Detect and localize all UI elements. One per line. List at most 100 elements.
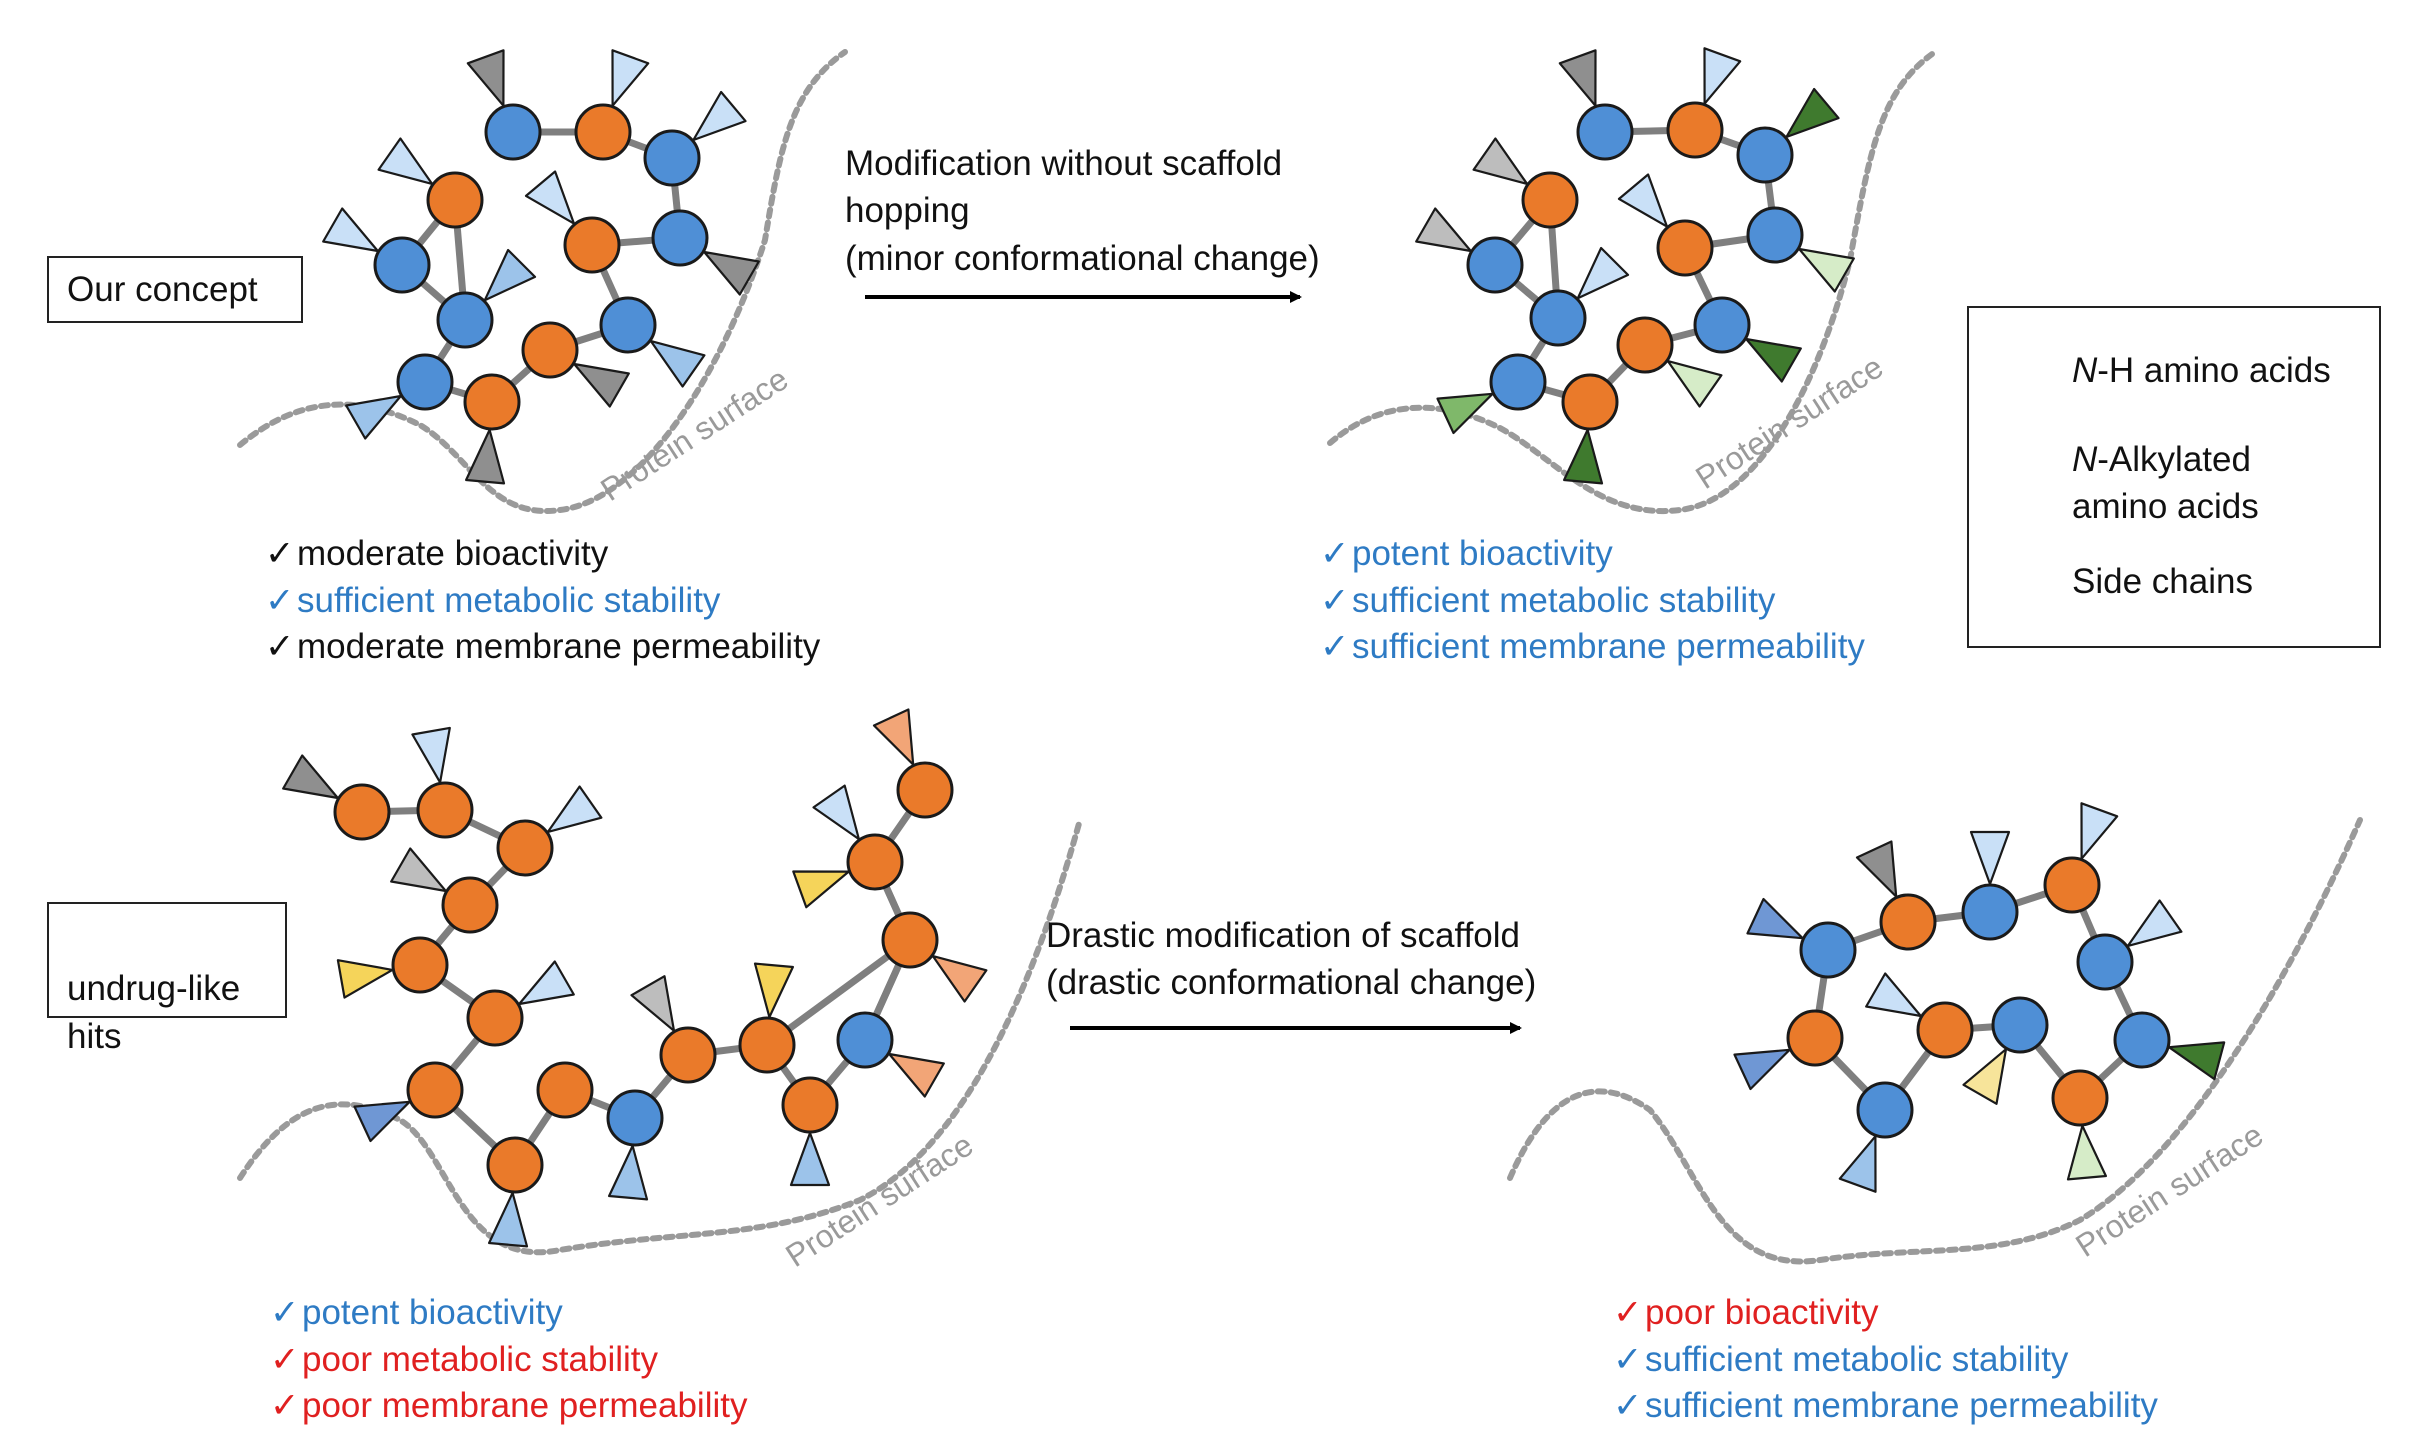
concept-start-nalkylated-residue (396, 353, 454, 411)
hit-start-nh-residue (846, 833, 904, 891)
hit-start-side-chain (812, 784, 861, 841)
properties-top-left: ✓moderate bioactivity ✓sufficient metabo… (265, 531, 820, 671)
hit-rescaffolded-side-chain (2167, 1041, 2226, 1081)
hit-start-side-chain (353, 1100, 411, 1143)
legend-side-chain-label: Side chains (2072, 562, 2253, 601)
concept-label: Our concept (67, 270, 258, 309)
concept-optimized-nalkylated-residue (1466, 236, 1524, 294)
protein-surface-3 (237, 817, 1083, 1256)
concept-optimized-nh-residue (1656, 219, 1714, 277)
concept-start-nh-residue (574, 103, 632, 161)
property-item: ✓sufficient metabolic stability (1613, 1339, 2069, 1379)
hit-start-nh-residue (406, 1061, 464, 1119)
hit-rescaffolded-side-chain (2080, 802, 2119, 860)
concept-optimized-side-chain (1617, 173, 1669, 228)
property-item: ✓poor metabolic stability (270, 1339, 658, 1379)
hit-start-nh-residue (881, 911, 939, 969)
hit-rescaffolded-side-chain (1969, 830, 2011, 886)
hit-start-nh-residue (738, 1016, 796, 1074)
hit-start-side-chain (411, 726, 451, 784)
property-item: ✓poor membrane permeability (270, 1386, 748, 1425)
concept-optimized-nalkylated-residue (1529, 289, 1587, 347)
concept-start-nalkylated-residue (651, 209, 709, 267)
hit-start-side-chain (789, 1131, 831, 1187)
hit-start-nh-residue (896, 761, 954, 819)
hit-start-side-chain (792, 870, 850, 909)
hit-start-side-chain (607, 1144, 649, 1201)
hit-rescaffolded-nh-residue (2051, 1069, 2109, 1127)
hit-rescaffolded-side-chain (1855, 840, 1898, 898)
hit-rescaffolded-side-chain (1746, 897, 1804, 940)
concept-optimized-nh-residue (1666, 101, 1724, 159)
properties-top-right: ✓potent bioactivity ✓sufficient metaboli… (1320, 531, 1865, 671)
hit-start-side-chain (753, 962, 795, 1019)
concept-optimized-nh-residue (1521, 171, 1579, 229)
hits-label: undrug-like hits (67, 969, 241, 1056)
concept-optimized-side-chain (1415, 207, 1472, 253)
hit-rescaffolded-side-chain (2126, 899, 2183, 948)
concept-optimized-nh-residue (1616, 316, 1674, 374)
concept-start-nalkylated-residue (643, 129, 701, 187)
concept-optimized-side-chain (1785, 87, 1840, 139)
concept-optimized-nalkylated-residue (1576, 103, 1634, 161)
hit-rescaffolded-nalkylated-residue (1799, 921, 1857, 979)
protein-surface-2 (1327, 49, 1938, 515)
property-item: ✓sufficient metabolic stability (265, 580, 721, 620)
concept-start-nh-residue (463, 373, 521, 431)
hit-rescaffolded-nalkylated-residue (1961, 883, 2019, 941)
protein-surface-4 (1507, 817, 2363, 1265)
legend-box (1967, 306, 2381, 648)
hit-start-nh-residue (416, 781, 474, 839)
hit-start-side-chain (336, 959, 394, 999)
property-item: ✓moderate bioactivity (265, 534, 609, 573)
hit-rescaffolded-side-chain (1865, 972, 1922, 1018)
hit-start-side-chain (630, 975, 676, 1032)
concept-start-nalkylated-residue (484, 103, 542, 161)
concept-start-side-chain (524, 170, 576, 225)
hit-rescaffolded-side-chain (1733, 1048, 1791, 1091)
property-item: ✓potent bioactivity (270, 1293, 563, 1332)
concept-start-side-chain (345, 394, 402, 440)
hit-rescaffolded-nh-residue (2043, 856, 2101, 914)
concept-optimized-side-chain (1558, 49, 1597, 107)
protein-surface-1 (237, 49, 848, 515)
hit-start-nh-residue (659, 1026, 717, 1084)
concept-optimized-side-chain (1562, 428, 1604, 485)
concept-optimized-nalkylated-residue (1746, 206, 1804, 264)
hit-rescaffolded-nh-residue (1786, 1009, 1844, 1067)
properties-bottom-left: ✓potent bioactivity ✓poor metabolic stab… (270, 1290, 747, 1430)
hit-start-nh-residue (536, 1061, 594, 1119)
concept-optimized-side-chain (1436, 392, 1494, 435)
concept-optimized-side-chain (1666, 360, 1723, 408)
hit-start-nh-residue (441, 876, 499, 934)
concept-start-side-chain (465, 428, 506, 485)
concept-optimized-side-chain (1798, 247, 1855, 293)
concept-start-side-chain (377, 137, 434, 185)
property-item: ✓sufficient metabolic stability (1320, 580, 1776, 620)
hit-start-side-chain (518, 960, 575, 1006)
concept-start-nh-residue (426, 171, 484, 229)
surface-label-bottom-right: Protein surface (2069, 1116, 2269, 1263)
hit-start-nh-residue (391, 936, 449, 994)
hit-rescaffolded-side-chain (2066, 1124, 2107, 1181)
concept-start-nalkylated-residue (373, 236, 431, 294)
hit-rescaffolded-nalkylated-residue (1991, 996, 2049, 1054)
concept-start-nh-residue (563, 216, 621, 274)
concept-start-side-chain (611, 49, 650, 107)
concept-start-side-chain (573, 362, 630, 408)
concept-start-side-chain (466, 49, 505, 107)
concept-start-side-chain (649, 340, 706, 388)
hit-start-side-chain (872, 708, 915, 766)
legend-nh-label: N-H amino acids (2072, 351, 2331, 390)
hit-rescaffolded-side-chain (1962, 1048, 2008, 1105)
hit-start-nalkylated-residue (836, 1011, 894, 1069)
bottom-arrow-label: Drastic modification of scaffold (drasti… (1046, 916, 1537, 1003)
concept-optimized-side-chain (1703, 47, 1742, 105)
concept-start-side-chain (483, 248, 537, 302)
hit-rescaffolded-nh-residue (1879, 893, 1937, 951)
top-arrow-label: Modification without scaffold hopping (m… (845, 144, 1320, 278)
hit-start-side-chain (888, 1052, 945, 1098)
property-item: ✓poor bioactivity (1613, 1293, 1879, 1332)
